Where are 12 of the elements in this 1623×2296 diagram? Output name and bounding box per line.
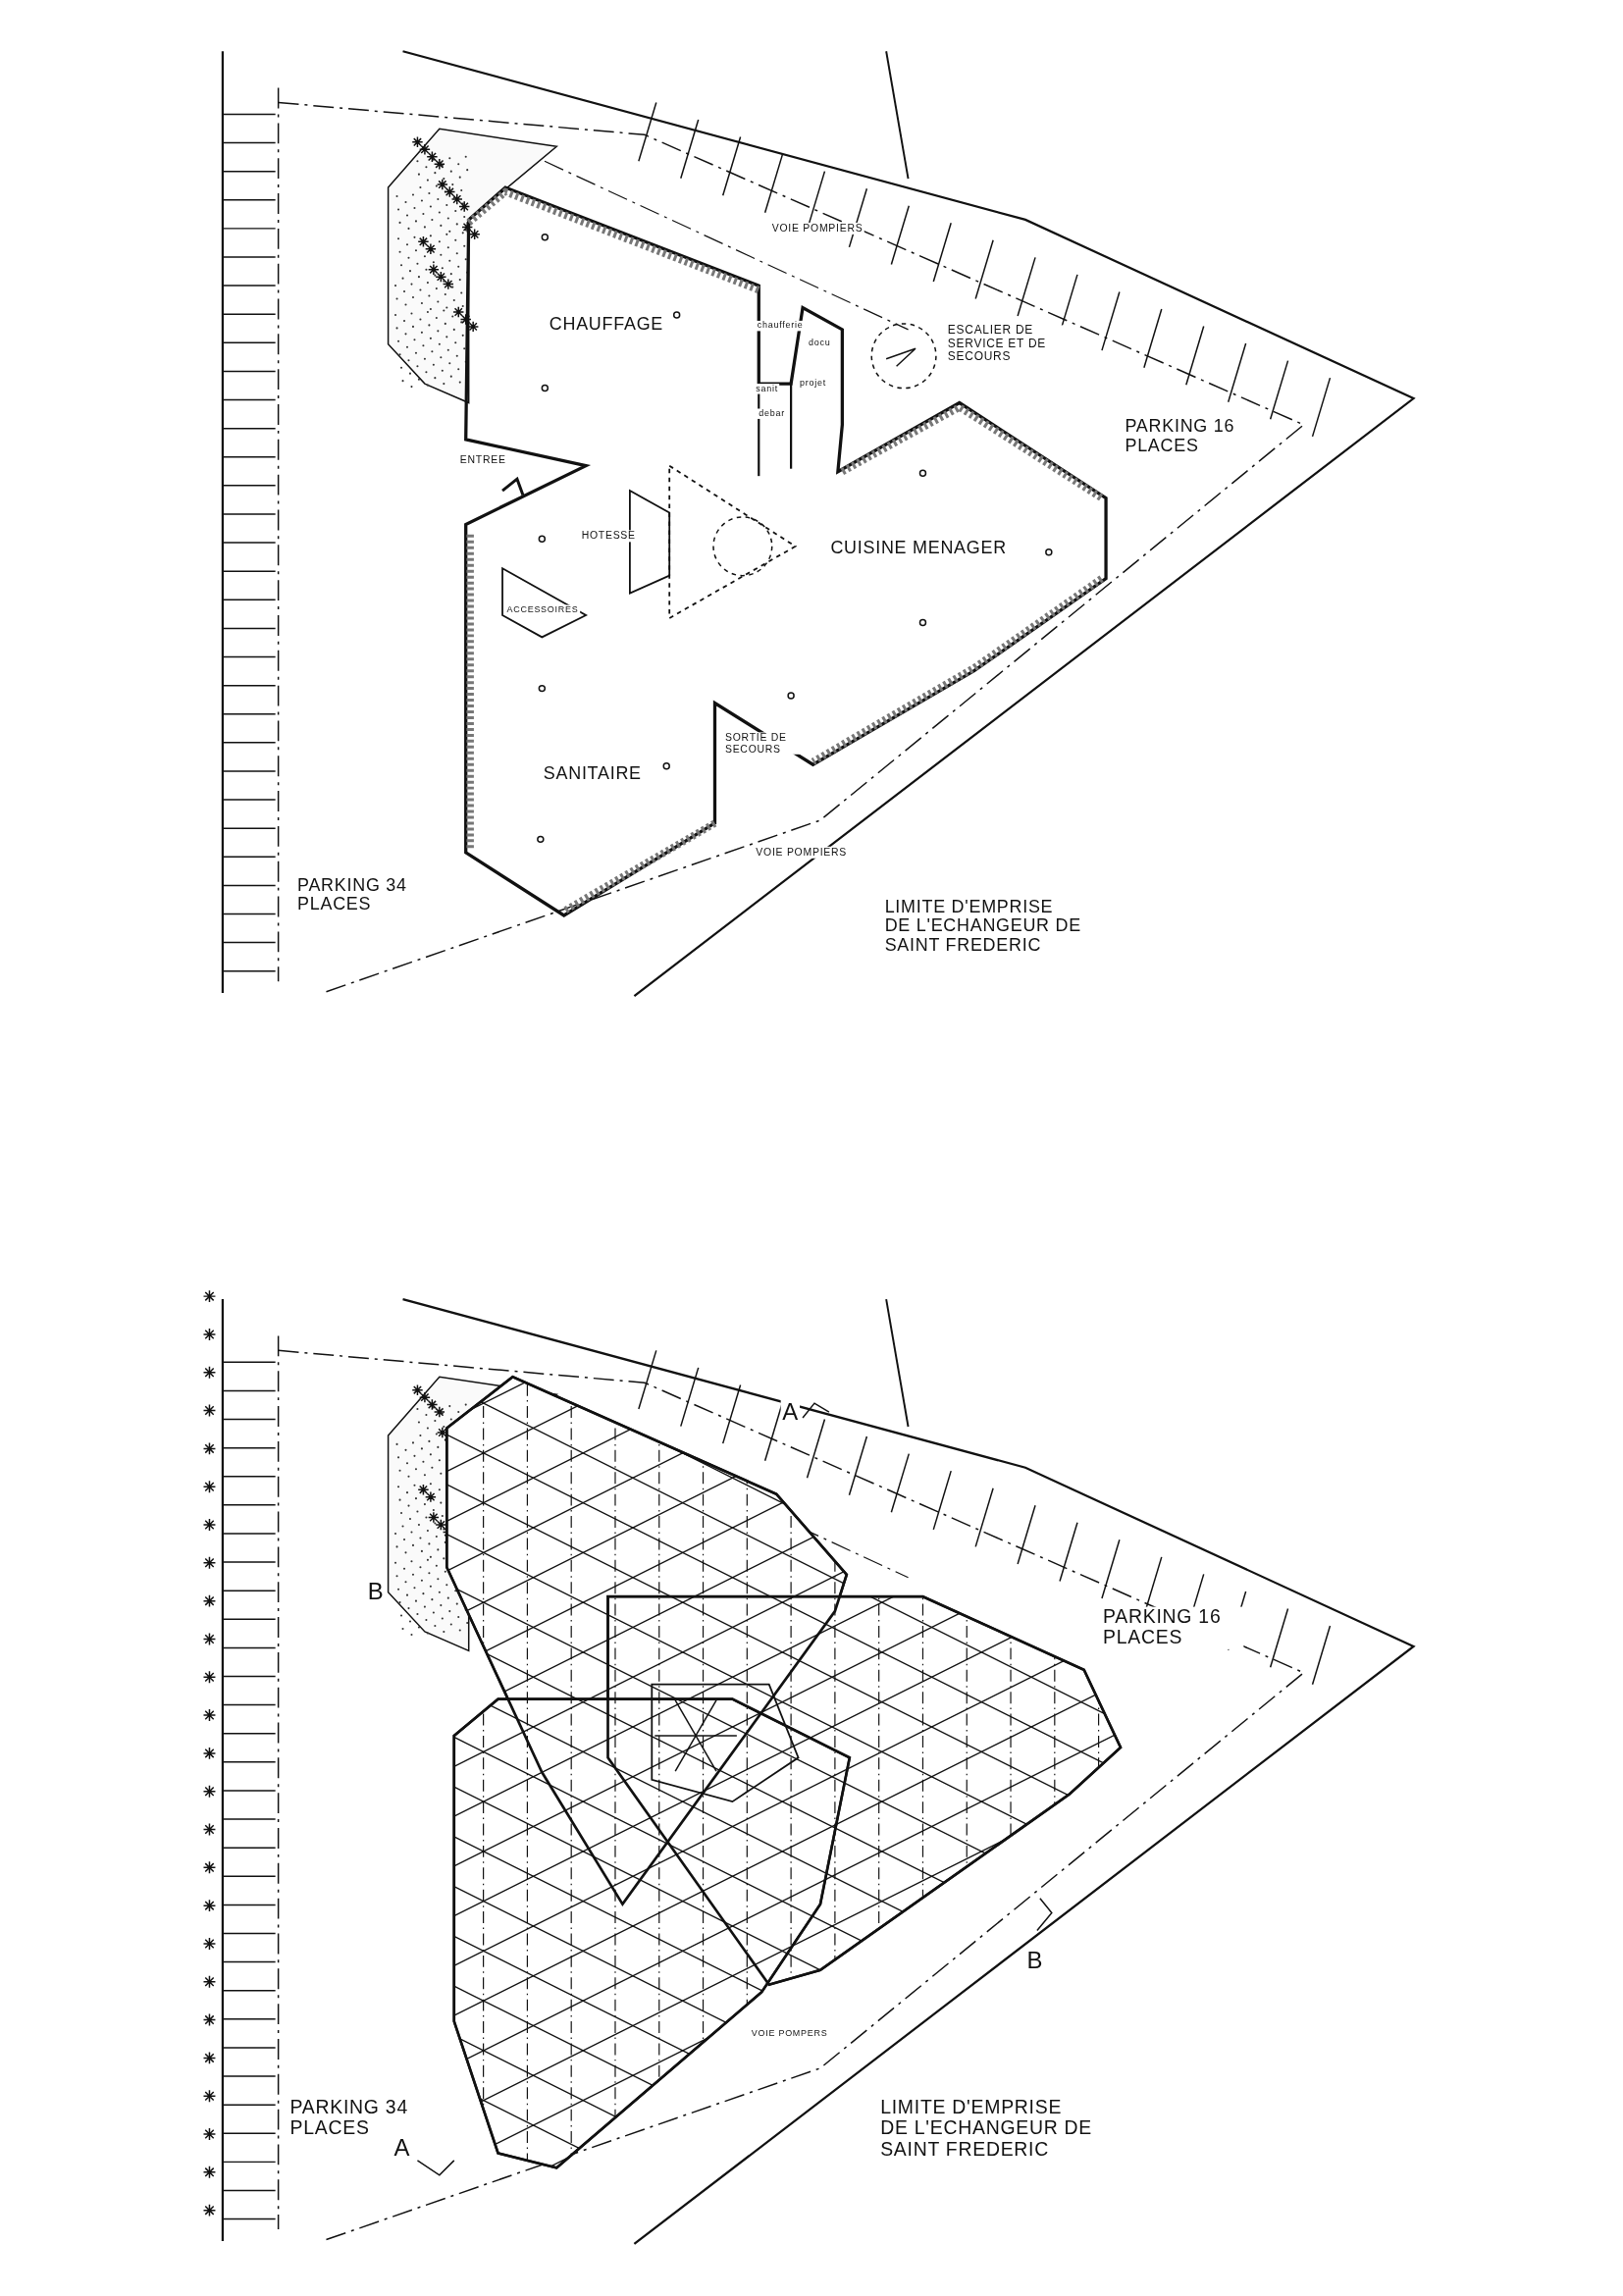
entrance-label: ENTREE [458, 453, 508, 466]
room-label: chaufferie [756, 320, 805, 331]
parking-label: PARKING 16 PLACES [1101, 1606, 1244, 1649]
room-label: ACCESSOIRES [505, 604, 580, 615]
room-label: HOTESSE [580, 530, 638, 542]
road-label: VOIE POMPERS [750, 2028, 829, 2039]
room-label: sanit [754, 384, 780, 393]
road-label: VOIE POMPIERS [754, 846, 849, 859]
room-label: projet [798, 378, 828, 388]
road-label: VOIE POMPIERS [770, 222, 864, 235]
room-label: debar [757, 408, 787, 419]
room-label: docu [807, 338, 832, 348]
